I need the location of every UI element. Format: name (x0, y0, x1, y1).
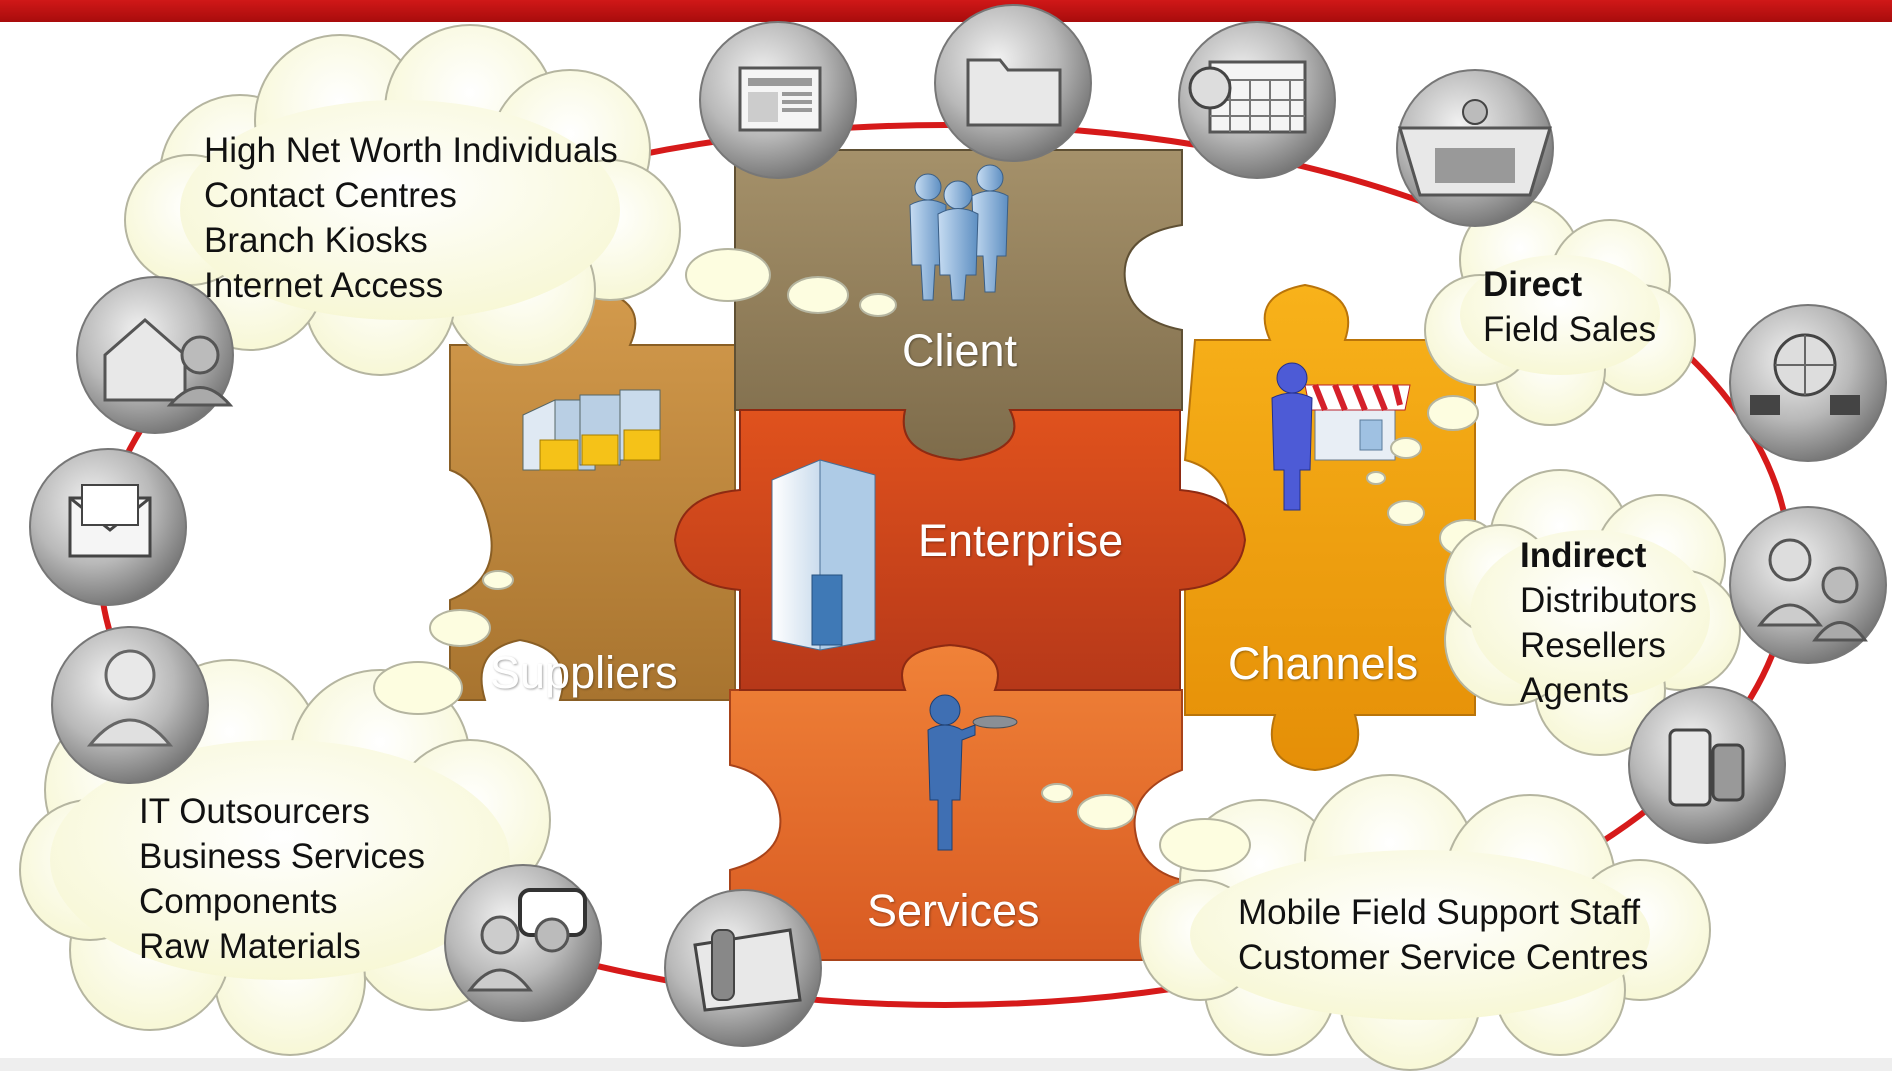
client-cloud-line: Contact Centres (204, 176, 457, 215)
direct-heading: Direct (1483, 265, 1583, 304)
indirect-item: Agents (1520, 671, 1629, 710)
calendar-clock-icon (1178, 21, 1336, 179)
envelope-letter-icon (29, 448, 187, 606)
web-page-icon (699, 21, 857, 179)
folder-icon (934, 4, 1092, 162)
channels-thought-bubble (1427, 395, 1479, 431)
channels-thought-bubble (1390, 437, 1422, 459)
suppliers-thought-bubble (429, 609, 491, 647)
channels-label: Channels (1228, 638, 1419, 689)
office-building-icon (771, 459, 876, 651)
global-network-icon (1729, 304, 1887, 462)
services-cloud-text: Mobile Field Support Staff Customer Serv… (1238, 890, 1648, 980)
client-cloud-line: High Net Worth Individuals (204, 131, 618, 170)
services-cloud-line: Mobile Field Support Staff (1238, 893, 1641, 932)
client-cloud (124, 24, 681, 376)
suppliers-cloud (19, 659, 551, 1056)
suppliers-cloud-line: Components (139, 882, 338, 921)
services-label: Services (867, 885, 1040, 936)
client-thought-bubble (859, 293, 897, 317)
channels-thought-bubble (1387, 500, 1425, 526)
suppliers-label: Suppliers (490, 647, 678, 698)
suppliers-cloud-text: IT Outsourcers Business Services Compone… (139, 789, 425, 969)
storefront-icon (1304, 383, 1411, 461)
handheld-device-icon (1628, 686, 1786, 844)
client-thought-bubble (685, 248, 771, 302)
waiter-icon (927, 694, 1018, 851)
services-cloud (1139, 774, 1711, 1071)
home-user-icon (76, 276, 234, 434)
factory-icon (522, 389, 661, 471)
desk-phone-icon (664, 889, 822, 1047)
client-cloud-line: Branch Kiosks (204, 221, 428, 260)
channels-thought-bubble (1366, 471, 1386, 485)
direct-cloud-text: Direct Field Sales (1483, 262, 1656, 352)
chat-users-icon (444, 864, 602, 1022)
direct-cloud (1424, 199, 1696, 426)
client-cloud-line: Internet Access (204, 266, 444, 305)
indirect-cloud (1444, 469, 1741, 756)
suppliers-cloud-line: Raw Materials (139, 927, 361, 966)
suppliers-thought-bubble (482, 570, 514, 590)
client-cloud-text: High Net Worth Individuals Contact Centr… (204, 128, 618, 308)
enterprise-label: Enterprise (918, 515, 1124, 566)
people-group-icon (909, 164, 1009, 301)
suppliers-thought-bubble (373, 661, 463, 715)
services-cloud-line: Customer Service Centres (1238, 938, 1649, 977)
user-icon (51, 626, 209, 784)
suppliers-cloud-line: Business Services (139, 837, 425, 876)
video-conference-icon (1396, 69, 1554, 227)
customer-person-icon (1271, 362, 1313, 511)
client-label: Client (902, 325, 1018, 376)
client-thought-bubble (787, 276, 849, 314)
indirect-item: Resellers (1520, 626, 1666, 665)
indirect-cloud-text: Indirect Distributors Resellers Agents (1520, 533, 1697, 713)
call-centre-agents-icon (1729, 506, 1887, 664)
services-thought-bubble (1159, 818, 1251, 872)
services-thought-bubble (1041, 783, 1073, 803)
suppliers-cloud-line: IT Outsourcers (139, 792, 370, 831)
services-thought-bubble (1077, 794, 1135, 830)
indirect-item: Distributors (1520, 581, 1697, 620)
top-accent-bar (0, 0, 1892, 22)
indirect-heading: Indirect (1520, 536, 1647, 575)
direct-item: Field Sales (1483, 310, 1657, 349)
